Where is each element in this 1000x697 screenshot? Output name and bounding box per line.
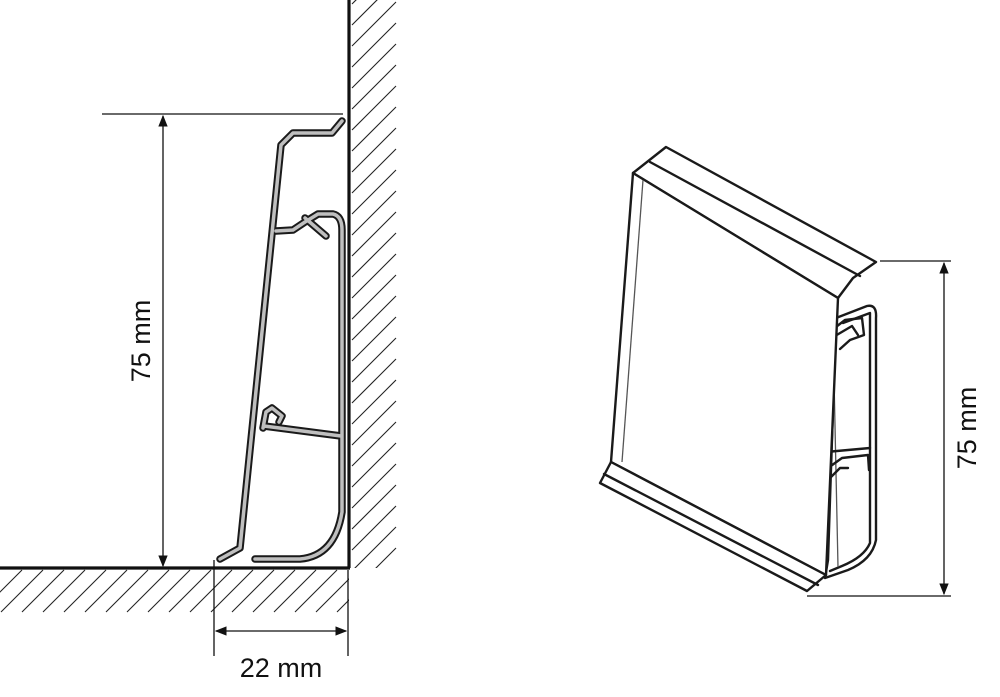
wall-hatch-line <box>351 169 397 215</box>
floor-hatch-line <box>42 569 86 613</box>
floor-hatch-line <box>0 569 44 613</box>
floor-hatch-line <box>252 569 296 613</box>
floor-hatch-line <box>105 569 149 613</box>
floor-hatch-line <box>273 569 317 613</box>
wall-hatch-line <box>351 358 397 404</box>
wall-hatch-line <box>352 590 396 634</box>
wall-hatch-line <box>375 547 397 568</box>
wall-hatch-line <box>351 463 397 509</box>
section-height-label: 75 mm <box>126 300 156 383</box>
wall-hatch-line <box>351 127 397 173</box>
floor-hatch-line <box>210 569 254 613</box>
wall-hatch-line <box>351 106 397 152</box>
floor-hatch-line <box>126 569 170 613</box>
floor-hatch-line <box>379 570 421 612</box>
wall-hatch-line <box>352 569 396 613</box>
section-view: 75 mm 22 mm <box>0 0 421 683</box>
wall-hatching <box>351 0 397 655</box>
wall-hatch-line <box>351 316 397 362</box>
wall-hatch-line <box>351 442 397 488</box>
skirting-front-face <box>598 145 878 593</box>
wall-hatch-line <box>351 190 397 236</box>
floor-hatch-line <box>63 569 107 613</box>
wall-hatch-line <box>351 211 397 257</box>
skirting-profile-section <box>216 117 346 563</box>
wall-hatch-line <box>351 64 397 110</box>
floor-hatch-line <box>336 599 349 613</box>
wall-hatch-line <box>351 484 397 530</box>
wall-hatch-line <box>351 274 397 320</box>
wall-hatch-line <box>351 421 397 467</box>
wall-hatch-line <box>351 85 397 131</box>
perspective-height-label: 75 mm <box>952 387 982 470</box>
floor-hatch-line <box>315 578 349 613</box>
wall-hatch-line <box>351 253 397 299</box>
floor-hatch-line <box>21 569 65 613</box>
wall-hatch-line <box>351 1 397 47</box>
wall-hatch-line <box>351 148 397 194</box>
perspective-view: 75 mm <box>598 145 982 597</box>
wall-hatch-line <box>351 43 397 89</box>
wall-hatch-line <box>351 337 397 383</box>
wall-hatch-line <box>351 0 378 26</box>
floor-hatch-line <box>84 569 128 613</box>
wall-hatch-line <box>352 611 396 655</box>
wall-hatch-line <box>351 400 397 446</box>
wall-hatch-line <box>351 22 397 68</box>
floor-hatching <box>0 569 421 613</box>
section-depth-label: 22 mm <box>240 653 323 683</box>
floor-hatch-line <box>147 569 191 613</box>
floor-hatch-line <box>168 569 212 613</box>
floor-hatch-line <box>294 569 338 613</box>
floor-hatch-line <box>358 570 400 612</box>
wall-hatch-line <box>351 295 397 341</box>
wall-hatch-line <box>351 379 397 425</box>
floor-hatch-line <box>231 569 275 613</box>
skirting-rear-channel <box>823 304 878 580</box>
wall-hatch-line <box>354 526 397 568</box>
floor-hatch-line <box>0 569 23 593</box>
floor-hatch-line <box>189 569 233 613</box>
wall-hatch-line <box>351 505 397 551</box>
wall-hatch-line <box>351 232 397 278</box>
